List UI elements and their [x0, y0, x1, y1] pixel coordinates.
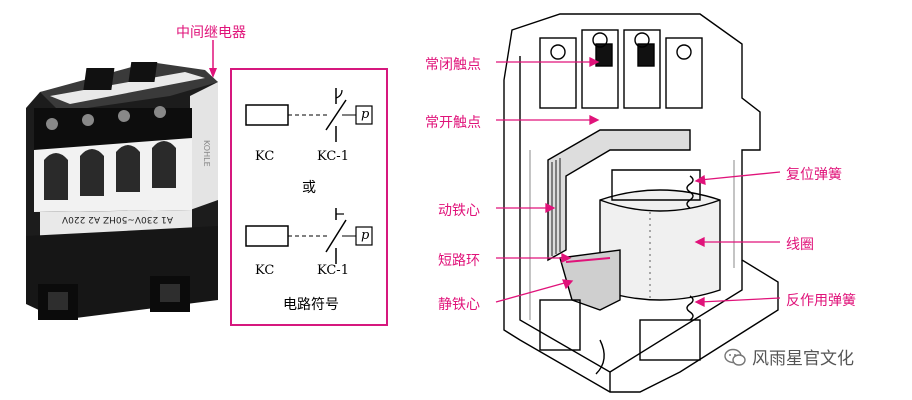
- label-nc-contact: 常闭触点: [425, 57, 481, 73]
- coil-label-bottom: KC: [255, 263, 275, 278]
- label-coil: 线圈: [786, 237, 814, 253]
- label-no-contact: 常开触点: [425, 115, 481, 131]
- contact-tag-bottom: p: [361, 228, 370, 243]
- contact-label-bottom: KC-1: [317, 263, 349, 278]
- watermark: 风雨星官文化: [724, 344, 854, 369]
- label-moving-core: 动铁心: [438, 203, 480, 219]
- wechat-icon: [724, 348, 746, 366]
- label-static-core: 静铁心: [438, 297, 480, 313]
- coil-label-top: KC: [255, 149, 275, 164]
- or-text: 或: [302, 180, 316, 196]
- label-shading-ring: 短路环: [438, 253, 480, 269]
- circuit-symbol-box: [230, 68, 388, 326]
- watermark-text: 风雨星官文化: [752, 349, 854, 369]
- symbol-caption: 电路符号: [283, 297, 339, 313]
- contact-tag-top: p: [361, 107, 370, 122]
- side-brand: KOHLE: [202, 140, 211, 167]
- contact-label-top: KC-1: [317, 149, 349, 164]
- photo-title: 中间继电器: [176, 25, 246, 41]
- label-reaction-spring: 反作用弹簧: [786, 293, 856, 309]
- circuit-symbols: [245, 88, 373, 264]
- label-reset-spring: 复位弹簧: [786, 167, 842, 183]
